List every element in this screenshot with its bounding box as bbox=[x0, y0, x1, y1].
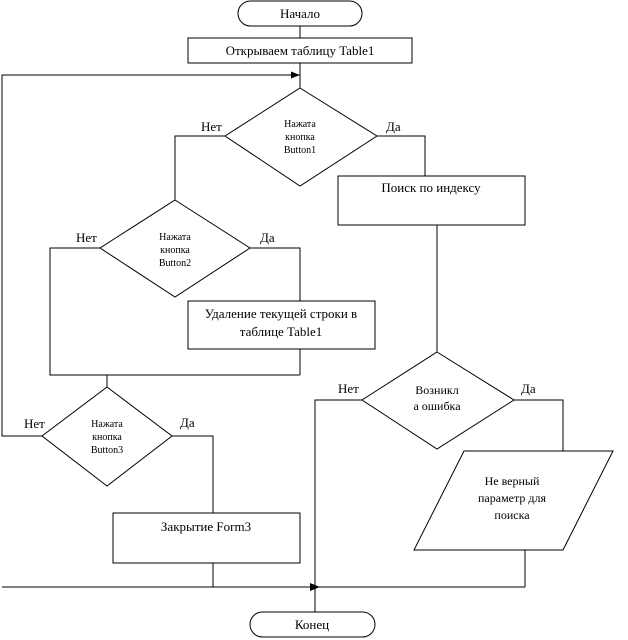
decision-button1-yes-label: Да bbox=[386, 119, 401, 134]
decision-button2-line-1: Нажата bbox=[159, 232, 191, 243]
start-label: Начало bbox=[280, 6, 320, 21]
delete-row-line-2: таблице Table1 bbox=[240, 324, 323, 339]
error-check-line-1: Возникл bbox=[415, 383, 458, 397]
close-form-process: Закрытие Form3 bbox=[112, 512, 301, 564]
open-table-process: Открываем таблицу Table1 bbox=[187, 37, 413, 64]
decision-error-check: Возникл а ошибка bbox=[361, 351, 515, 450]
error-check-yes-label: Да bbox=[521, 381, 536, 396]
bad-param-line-1: Не верный bbox=[485, 474, 540, 488]
decision-button1-line-2: кнопка bbox=[285, 132, 315, 143]
decision-button3-line-2: кнопка bbox=[92, 432, 122, 443]
line-error-yes bbox=[514, 399, 564, 451]
decision-button1: Нажата кнопка Button1 bbox=[224, 87, 378, 187]
line-error-no bbox=[314, 399, 362, 587]
start-terminal: Начало bbox=[237, 0, 363, 27]
decision-button3-no-label: Нет bbox=[24, 416, 45, 431]
open-table-label: Открываем таблицу Table1 bbox=[226, 43, 375, 58]
decision-button2-line-3: Button2 bbox=[159, 258, 191, 269]
bad-param-line-3: поиска bbox=[494, 508, 530, 522]
close-form-label: Закрытие Form3 bbox=[161, 519, 251, 534]
end-label: Конец bbox=[295, 617, 329, 632]
line-decision2-yes bbox=[250, 247, 301, 301]
bad-param-line-2: параметр для bbox=[478, 491, 546, 505]
decision-button3-line-1: Нажата bbox=[91, 419, 123, 430]
decision-button3-line-3: Button3 bbox=[91, 445, 123, 456]
decision-button1-line-1: Нажата bbox=[284, 119, 316, 130]
arrowhead-to-end bbox=[310, 583, 320, 591]
error-check-no-label: Нет bbox=[338, 381, 359, 396]
connectors bbox=[1, 26, 564, 612]
decision-button1-line-3: Button1 bbox=[284, 145, 316, 156]
bad-param-output: Не верный параметр для поиска bbox=[413, 450, 614, 551]
decision-button2: Нажата кнопка Button2 bbox=[99, 199, 251, 298]
end-terminal: Конец bbox=[249, 611, 376, 638]
decision-button2-no-label: Нет bbox=[76, 230, 97, 245]
decision-button2-yes-label: Да bbox=[260, 230, 275, 245]
line-decision1-yes bbox=[377, 135, 426, 176]
error-check-line-2: а ошибка bbox=[413, 399, 461, 413]
search-process: Поиск по индексу bbox=[337, 175, 526, 226]
search-label: Поиск по индексу bbox=[381, 180, 481, 195]
delete-row-line-1: Удаление текущей строки в bbox=[205, 306, 357, 321]
decision-button3: Нажата кнопка Button3 bbox=[41, 386, 173, 487]
decision-button3-yes-label: Да bbox=[180, 415, 195, 430]
line-decision3-no-loop bbox=[1, 71, 300, 437]
line-decision2-no bbox=[49, 247, 300, 376]
decision-button1-no-label: Нет bbox=[201, 119, 222, 134]
decision-button2-line-2: кнопка bbox=[160, 245, 190, 256]
delete-row-process: Удаление текущей строки в таблице Table1 bbox=[187, 300, 376, 350]
line-decision3-yes bbox=[172, 435, 214, 513]
